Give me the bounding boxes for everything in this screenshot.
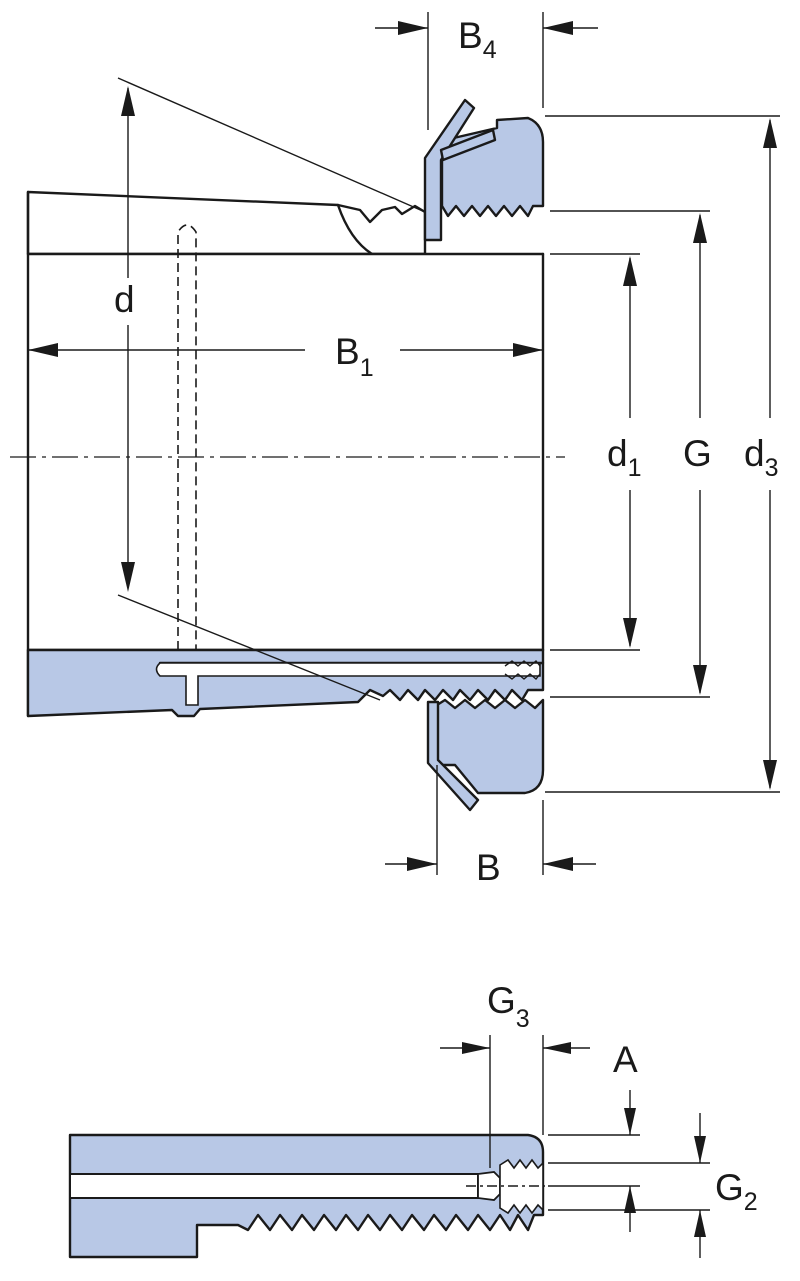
- label-g: G: [683, 433, 712, 474]
- dimension-b: [385, 765, 596, 875]
- dimension-a: [548, 1090, 640, 1232]
- label-g3: G3: [487, 980, 530, 1033]
- lock-nut-lower: [435, 698, 545, 795]
- dimension-g2: [548, 1113, 710, 1258]
- dimension-g: [550, 210, 710, 698]
- label-a: A: [613, 1039, 638, 1080]
- label-d3: d3: [744, 433, 778, 482]
- label-b4: B4: [458, 15, 497, 64]
- oil-duct-hidden-lines: [177, 224, 197, 650]
- dimension-d1: [550, 253, 640, 651]
- lock-washer-lower: [426, 700, 480, 812]
- dimension-b4: [375, 12, 598, 130]
- dimension-d3: [545, 115, 780, 793]
- dimension-d: [117, 77, 426, 701]
- detail-sleeve-section: [68, 1133, 545, 1259]
- sleeve-upper-section: [26, 190, 427, 256]
- label-d1: d1: [607, 433, 641, 482]
- label-b1: B1: [335, 331, 374, 382]
- lock-washer-upper: [423, 98, 497, 242]
- dimension-g3: [440, 1035, 590, 1168]
- dimension-b1: [28, 343, 543, 357]
- sleeve-bore: [26, 190, 545, 718]
- sleeve-lower-section: [26, 648, 545, 718]
- label-g2: G2: [715, 1167, 758, 1216]
- label-b: B: [476, 847, 501, 888]
- label-d: d: [114, 279, 135, 320]
